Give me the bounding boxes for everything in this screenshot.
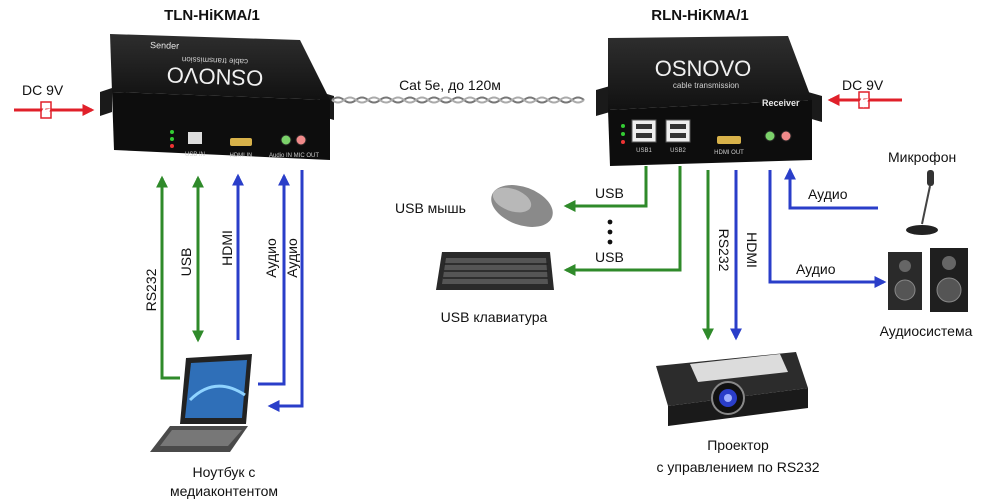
usb-wire-keyboard	[563, 166, 682, 276]
audio-label-mic: Аудио	[808, 186, 848, 202]
sender-hdmi-port	[230, 138, 252, 146]
receiver-port-label-usb1: USB1	[636, 148, 652, 154]
projector-label-line1: Проектор	[707, 437, 769, 453]
audio-label-speakers: Аудио	[796, 261, 836, 277]
cat5e-cable: Cat 5e, до 120м	[331, 77, 585, 104]
power-left: DC 9V	[14, 82, 95, 119]
microphone-icon	[927, 170, 934, 186]
receiver-mic-jack	[780, 130, 792, 142]
audio-label-1: Аудио	[263, 238, 279, 278]
sender-usb-port	[188, 132, 202, 144]
laptop: Ноутбук с медиаконтентом	[150, 354, 278, 499]
receiver-usb2-port	[665, 119, 691, 143]
sender-title: TLN-HiKMA/1	[164, 7, 260, 24]
power-right-bolt-icon	[858, 91, 870, 109]
usb-label-sender: USB	[178, 248, 194, 277]
audio-wire-speakers	[768, 170, 887, 288]
receiver-port-label-usb2: USB2	[670, 148, 686, 154]
receiver-device: RLN-HiKMA/1 OSNOVO cable transmission Re…	[596, 7, 822, 166]
rs232-label-sender: RS232	[143, 268, 159, 311]
audio-in-wire	[258, 173, 290, 386]
sender-laptop-wires: RS232 USB HDMI Аудио Аудио	[143, 170, 304, 412]
sender-port-label-audio: Audio IN MIC OUT	[269, 153, 319, 159]
sender-port-label-usb: USB IN	[185, 152, 205, 158]
laptop-label-line2: медиаконтентом	[170, 483, 278, 499]
usb-label-mouse: USB	[595, 185, 624, 201]
keyboard-label: USB клавиатура	[441, 309, 548, 325]
usb-label-keyboard: USB	[595, 249, 624, 265]
sender-mic-out-jack	[295, 134, 307, 146]
audio-out-wire	[267, 170, 304, 412]
projector: Проектор с управлением по RS232	[656, 352, 820, 475]
sender-port-label-hdmi: HDMI IN	[230, 153, 253, 159]
mouse-label: USB мышь	[395, 200, 466, 216]
projector-label-line2: с управлением по RS232	[656, 459, 819, 475]
power-right: DC 9V	[827, 77, 902, 109]
sender-tagline: cable transmission	[182, 55, 249, 66]
power-left-label: DC 9V	[22, 82, 64, 98]
sender-audio-in-jack	[280, 134, 292, 146]
receiver-hdmi-port	[717, 136, 741, 144]
speakers-label: Аудиосистема	[880, 323, 973, 339]
receiver-projector-wires: RS232 HDMI	[702, 170, 760, 341]
speakers: Аудиосистема	[880, 248, 973, 339]
sender-role-label: Sender	[150, 40, 179, 51]
cable-label: Cat 5e, до 120м	[399, 77, 501, 93]
sender-brand: OSNOVO	[166, 62, 263, 90]
receiver-usb1-port	[631, 119, 657, 143]
hdmi-label-projector: HDMI	[744, 232, 760, 268]
usb-mouse: USB мышь	[395, 185, 553, 227]
hdmi-label-sender: HDMI	[219, 230, 235, 266]
receiver-title: RLN-HiKMA/1	[651, 7, 749, 24]
audio-wire-microphone	[784, 167, 878, 210]
usb-wire-mouse	[563, 166, 648, 212]
microphone-label: Микрофон	[888, 149, 956, 165]
audio-label-2: Аудио	[284, 238, 300, 278]
usb-keyboard: USB клавиатура	[436, 252, 554, 325]
receiver-tagline: cable transmission	[673, 81, 739, 90]
power-right-label: DC 9V	[842, 77, 884, 93]
microphone: Микрофон	[888, 149, 956, 235]
receiver-usb-wires: USB USB	[563, 166, 682, 276]
sender-device: TLN-HiKMA/1 Sender OSNOVO cable transmis…	[100, 7, 334, 160]
receiver-role-label: Receiver	[762, 98, 800, 108]
receiver-brand: OSNOVO	[655, 56, 752, 81]
receiver-audio-wires: Аудио Аудио	[768, 167, 887, 288]
rs232-label-projector: RS232	[716, 229, 732, 272]
laptop-label-line1: Ноутбук с	[193, 464, 256, 480]
power-left-bolt-icon	[40, 101, 52, 119]
receiver-port-label-hdmi: HDMI OUT	[714, 150, 744, 156]
rs232-wire	[156, 175, 180, 380]
receiver-audio-jack	[764, 130, 776, 142]
